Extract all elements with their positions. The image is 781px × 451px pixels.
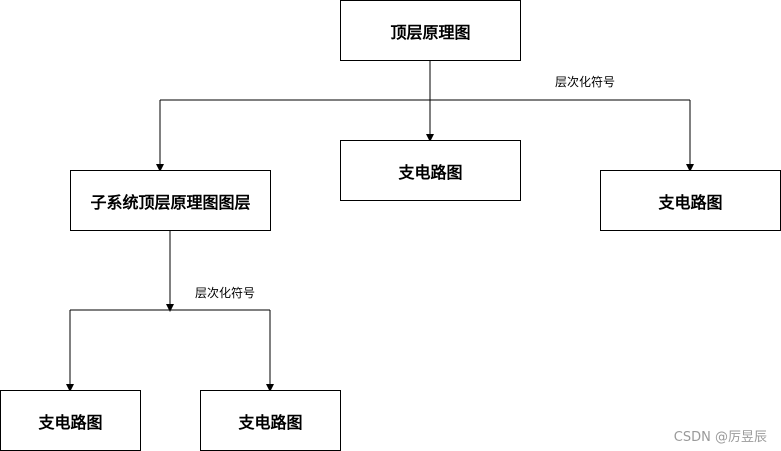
branch-circuit-node-bottom-right[interactable]: 支电路图 [200, 390, 341, 451]
branch-circuit-label: 支电路图 [38, 412, 103, 432]
branch-circuit-node-middle[interactable]: 支电路图 [340, 140, 521, 201]
hierarchy-symbol-label-top: 层次化符号 [555, 75, 616, 89]
top-schematic-node[interactable]: 顶层原理图 [340, 0, 521, 61]
branch-circuit-node-bottom-left[interactable]: 支电路图 [0, 390, 141, 451]
top-schematic-label: 顶层原理图 [390, 22, 471, 42]
watermark: CSDN @厉昱辰 [673, 430, 767, 445]
subsystem-schematic-node[interactable]: 子系统顶层原理图图层 [70, 170, 271, 231]
branch-circuit-node-right[interactable]: 支电路图 [600, 170, 781, 231]
hierarchy-symbol-label-sub: 层次化符号 [195, 286, 256, 300]
branch-circuit-label: 支电路图 [658, 192, 723, 212]
branch-circuit-label: 支电路图 [238, 412, 303, 432]
branch-circuit-label: 支电路图 [398, 162, 463, 182]
subsystem-schematic-label: 子系统顶层原理图图层 [90, 192, 251, 212]
